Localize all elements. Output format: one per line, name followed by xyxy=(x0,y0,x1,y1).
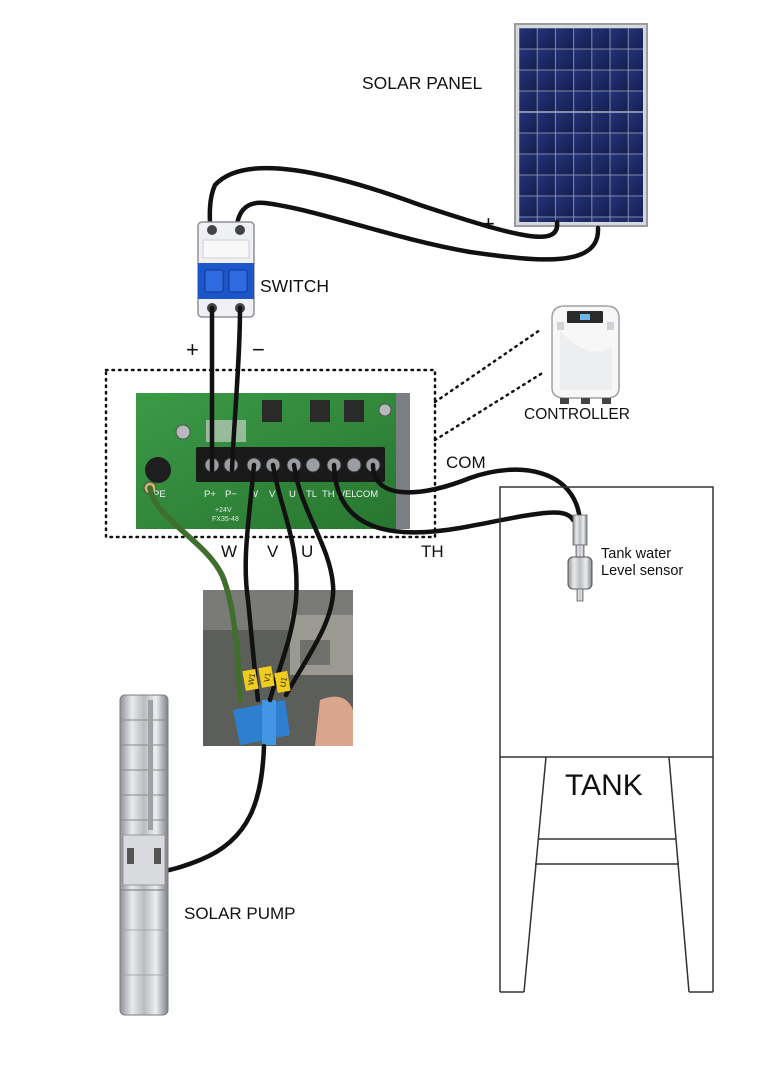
sensor-label-line2: Level sensor xyxy=(601,563,683,579)
terminal-label: W xyxy=(249,489,258,500)
solar-pump-label: SOLAR PUMP xyxy=(184,904,295,923)
switch-plus-label: + xyxy=(186,337,199,362)
panel-wire-negative xyxy=(233,200,601,262)
callout-line-lower xyxy=(433,370,546,442)
pump-cable xyxy=(157,743,267,875)
terminal-label: TL xyxy=(306,489,317,500)
com-wire xyxy=(370,462,583,523)
wire-tag xyxy=(242,668,259,691)
controller-box-outline xyxy=(104,368,437,539)
solar-panel-label: SOLAR PANEL xyxy=(362,73,483,93)
wire-tag-label: U1 xyxy=(278,676,289,688)
board-mark: +24V xyxy=(215,507,232,514)
th-wire xyxy=(331,462,576,535)
com-label: COM xyxy=(446,453,486,472)
terminal-label: P+ xyxy=(204,489,216,500)
terminal-label: COM xyxy=(356,489,378,500)
wire-tag-label: W1 xyxy=(246,672,257,686)
switch-label: SWITCH xyxy=(260,276,329,296)
callout-line-upper xyxy=(433,328,542,404)
controller-board xyxy=(136,393,410,529)
w-label: W xyxy=(221,542,237,561)
v-label: V xyxy=(267,542,279,561)
tank-label: TANK xyxy=(565,769,643,802)
pe-wire xyxy=(147,485,243,703)
board-mark: FX35-48 xyxy=(212,516,239,523)
panel-plus-label: + xyxy=(482,211,495,236)
v-wire xyxy=(267,462,299,703)
sensor-label-line1: Tank water xyxy=(601,546,671,562)
terminal-label: WEL xyxy=(336,489,357,500)
terminal-label: P− xyxy=(225,489,237,500)
tank-outline xyxy=(499,486,714,993)
controller-label: CONTROLLER xyxy=(524,406,630,423)
wire-tag-label: V1 xyxy=(262,671,273,683)
submersible-pump-icon xyxy=(119,694,169,1016)
wire-tag xyxy=(274,670,291,693)
breaker-switch-icon xyxy=(197,221,255,318)
solar-panel-icon xyxy=(514,23,648,227)
switch-board-wire-negative xyxy=(229,305,243,473)
terminal-label: U xyxy=(289,489,296,500)
th-label: TH xyxy=(421,542,444,561)
terminal-label: V xyxy=(269,489,276,500)
u-wire xyxy=(283,462,336,698)
panel-wire-positive xyxy=(207,165,560,240)
controller-icon xyxy=(551,305,620,404)
float-sensor-icon xyxy=(567,514,593,602)
terminal-label: PE xyxy=(153,489,166,500)
wire-tag xyxy=(258,665,275,688)
u-label: U xyxy=(301,542,313,561)
switch-minus-label: − xyxy=(252,337,265,362)
terminal-label: TH xyxy=(322,489,335,500)
